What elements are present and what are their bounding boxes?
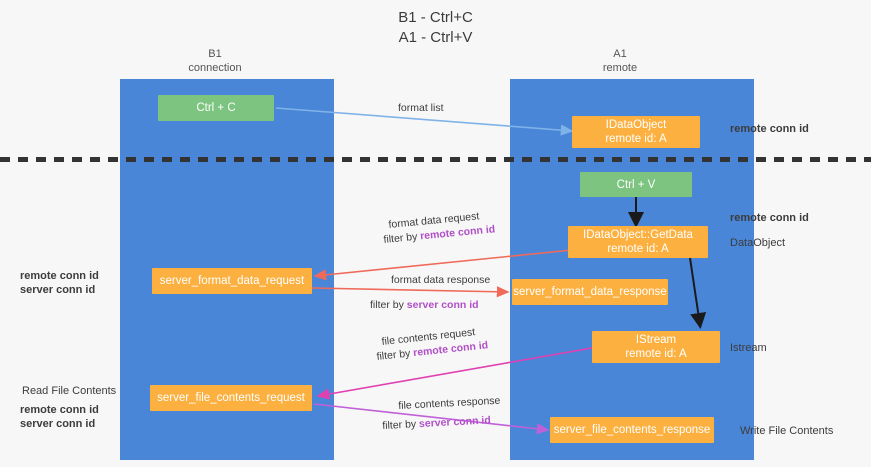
box-server-file-contents-request-label: server_file_contents_request: [157, 392, 305, 404]
lane-header-a1-title: A1: [613, 48, 627, 60]
annotation-left-server-conn-id: server conn id: [20, 284, 96, 296]
annotation-remote-conn-id-mid: remote conn id: [730, 212, 809, 224]
annotation-left-remote-conn-id-2: remote conn id: [20, 404, 99, 416]
annotation-istream: Istream: [730, 342, 767, 354]
box-getdata-line2: remote id: A: [607, 243, 669, 255]
diagram-title-line2: A1 - Ctrl+V: [398, 29, 473, 46]
phase-divider: [0, 157, 871, 162]
box-server-file-contents-response[interactable]: server_file_contents_response: [550, 417, 714, 443]
box-ctrl-v-label: Ctrl + V: [616, 178, 656, 191]
annotation-write-file-contents: Write File Contents: [740, 425, 834, 437]
box-ctrl-v[interactable]: Ctrl + V: [580, 172, 692, 197]
filter-by-prefix: filter by: [383, 230, 421, 246]
server-conn-id-token: server conn id: [406, 299, 479, 311]
annotation-dataobject: DataObject: [730, 237, 786, 249]
filter-by-prefix-3: filter by: [376, 347, 414, 363]
annotation-read-file-contents: Read File Contents: [22, 385, 117, 397]
lane-header-a1-subtitle: remote: [602, 62, 638, 74]
box-idataobject-line1: IDataObject: [605, 119, 667, 131]
edge-label-format-data-response-line1: format data response: [391, 274, 491, 286]
lane-header-b1-title: B1: [208, 48, 222, 60]
box-server-file-contents-request[interactable]: server_file_contents_request: [150, 385, 312, 411]
edge-label-file-contents-response-line2: filter by server conn id: [382, 414, 491, 433]
lane-header-b1-subtitle: connection: [188, 62, 242, 74]
edge-label-format-data-response-line2: filter by server conn id: [370, 299, 479, 312]
filter-by-prefix-2: filter by: [370, 299, 407, 311]
box-server-format-data-response[interactable]: server_format_data_response: [512, 279, 668, 305]
box-ctrl-c[interactable]: Ctrl + C: [158, 95, 274, 121]
box-istream-line2: remote id: A: [625, 348, 687, 360]
box-idataobject-getdata[interactable]: IDataObject::GetData remote id: A: [568, 226, 708, 258]
annotation-remote-conn-id-top: remote conn id: [730, 123, 809, 135]
box-istream-line1: IStream: [635, 334, 677, 346]
filter-by-prefix-4: filter by: [382, 418, 420, 432]
annotation-left-remote-conn-id: remote conn id: [20, 270, 99, 282]
box-ctrl-c-label: Ctrl + C: [196, 102, 236, 114]
box-idataobject-line2: remote id: A: [605, 133, 667, 145]
diagram-title-line1: B1 - Ctrl+C: [398, 9, 473, 26]
edge-label-format-list: format list: [398, 102, 444, 114]
box-server-format-data-request[interactable]: server_format_data_request: [152, 268, 312, 294]
server-conn-id-token-2: server conn id: [418, 414, 492, 431]
annotation-left-server-conn-id-2: server conn id: [20, 418, 96, 430]
box-server-file-contents-response-label: server_file_contents_response: [553, 424, 711, 436]
edge-label-file-contents-response-line1: file contents response: [398, 394, 501, 412]
box-idataobject[interactable]: IDataObject remote id: A: [572, 116, 700, 148]
box-server-format-data-request-label: server_format_data_request: [159, 275, 305, 287]
box-istream[interactable]: IStream remote id: A: [592, 331, 720, 363]
box-getdata-line1: IDataObject::GetData: [583, 229, 693, 241]
box-server-format-data-response-label: server_format_data_response: [513, 286, 667, 298]
